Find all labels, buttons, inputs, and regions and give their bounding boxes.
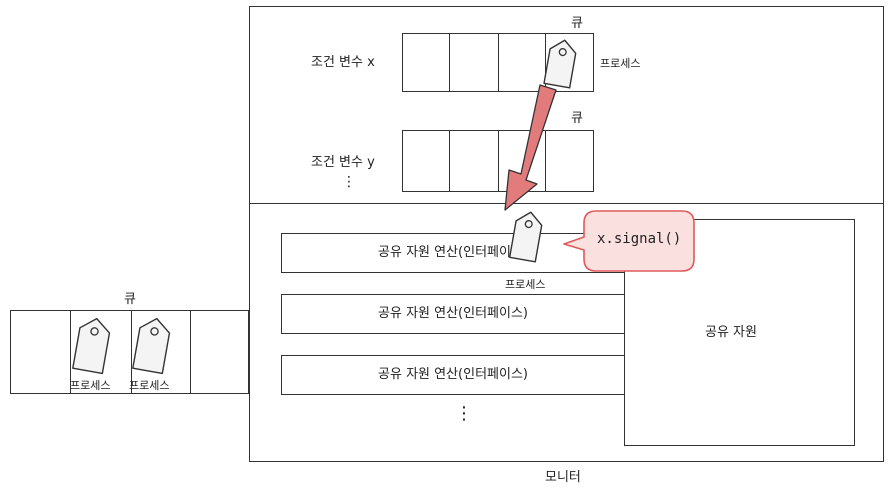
signal-bubble-text: x.signal() bbox=[597, 231, 682, 247]
tag-icon bbox=[72, 317, 111, 375]
signal-arrow bbox=[504, 84, 557, 211]
condition-y-queue bbox=[402, 130, 594, 192]
operation-2: 공유 자원 연산(인터페이스) bbox=[281, 294, 625, 334]
shared-resource-label: 공유 자원 bbox=[705, 325, 757, 340]
tag-icon bbox=[508, 211, 543, 263]
monitor-divider bbox=[249, 203, 884, 204]
operations-ellipsis: ⋮ bbox=[455, 403, 473, 424]
entry-queue bbox=[10, 310, 249, 394]
condition-x-label: 조건 변수 x bbox=[311, 55, 375, 70]
entry-queue-process-label-2: 프로세스 bbox=[129, 379, 170, 392]
tag-icon bbox=[132, 317, 171, 375]
monitor-label: 모니터 bbox=[545, 470, 581, 485]
condition-ellipsis: ⋮ bbox=[342, 174, 356, 190]
signal-bubble bbox=[563, 210, 695, 272]
operation-1-label: 공유 자원 연산(인터페이스) bbox=[378, 245, 528, 260]
condition-y-label: 조건 변수 y bbox=[311, 155, 375, 170]
condition-x-queue-label: 큐 bbox=[571, 16, 583, 31]
active-process-label: 프로세스 bbox=[505, 278, 546, 291]
entry-queue-process-label-1: 프로세스 bbox=[70, 379, 111, 392]
condition-x-process-label: 프로세스 bbox=[600, 57, 641, 70]
condition-y-queue-label: 큐 bbox=[571, 111, 583, 126]
tag-icon bbox=[543, 39, 577, 89]
operation-2-label: 공유 자원 연산(인터페이스) bbox=[378, 306, 528, 321]
operation-3-label: 공유 자원 연산(인터페이스) bbox=[378, 367, 528, 382]
operation-1: 공유 자원 연산(인터페이스) bbox=[281, 233, 625, 273]
operation-3: 공유 자원 연산(인터페이스) bbox=[281, 355, 625, 395]
entry-queue-label: 큐 bbox=[124, 292, 136, 307]
